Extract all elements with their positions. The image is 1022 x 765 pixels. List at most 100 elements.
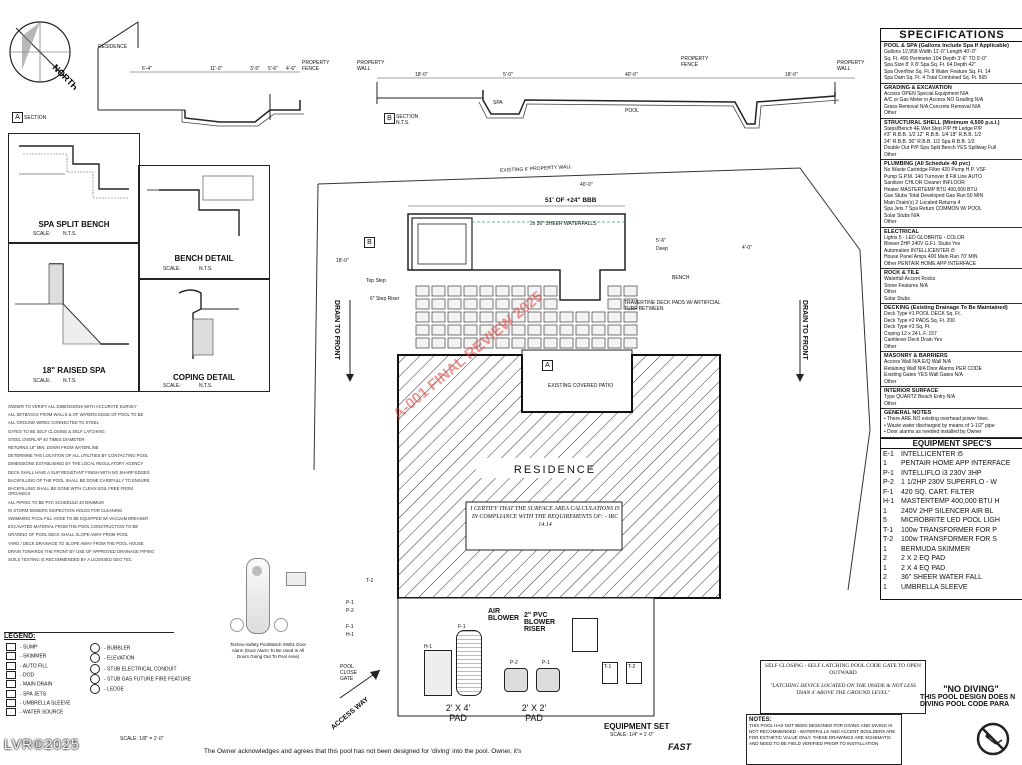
deck-tile [527,285,542,297]
side-t2: T-2 [366,578,374,584]
side-p2: P-2 [346,608,354,614]
eq-pad2: 2' X 2' PAD [521,703,547,723]
detail-raised-spa: 18" RAISED SPA SCALE: N.T.S. [8,243,140,392]
legend-symbol-icon [6,708,16,717]
equipment-code: P-2 [883,479,894,486]
spec-row: #3" R.B.B. 1/2 12" R.B.B. 1/4 18" R.B.B.… [884,132,982,138]
deck-tile [431,285,446,297]
equipment-desc: INTELLIFLO i3 230V 3HP [901,469,982,477]
spec-row: Lights 5 - LED GLOBRITE - COLOR [884,234,965,241]
spec-row: Type QUARTZ Beach Entry N/A [884,394,956,400]
dim-b-1: 18'-0" [415,72,428,78]
spec-row: Heater MASTERTEMP BTU 400,000 BTU [884,186,978,193]
equipment-code: 1 [883,545,887,553]
deck-tile [511,311,526,323]
deck-tile [431,298,446,310]
spec-section-head: DECKING (Existing Drainage To Be Maintai… [884,305,1008,311]
deck-tile [559,324,574,336]
dim-a-4: 5'-6" [268,66,278,72]
legend: LEGEND: - SUMP- SKIMMER- AUTO FILL- DOD-… [4,632,191,735]
spa-split-bench-scale: SCALE: [33,231,51,237]
section-b-nts: N.T.S. [396,120,410,126]
legend-symbol-icon [6,652,16,661]
spec-section-head: MASONRY & BARRIERS [884,353,948,359]
plan-step-riser: 6" Step Riser [370,296,400,302]
spec-row: Access OPEN Special Equipment N/A [884,90,969,97]
no-diving-line1: THIS POOL DESIGN DOES N [920,694,1016,701]
section-a-title: SECTION [24,115,47,121]
eq-automation-e1 [572,618,598,652]
spec-row: Pump G.P.M. 140 Turnover 8 Fill Line AUT… [884,173,982,180]
plan-covered-patio: EXISTING COVERED PATIO [548,383,614,389]
spec-row: Solar Stubs N/A [884,212,920,219]
spec-section-head: POOL & SPA (Gallons Include Spa If Appli… [884,43,1009,49]
section-b-title: SECTION [396,114,419,120]
deck-tile [415,324,430,336]
plan-dim-right: 4'-0" [742,245,752,251]
equipment-desc: 36" SHEER WATER FALL [901,574,983,581]
self-closing-line2: "LATCHING DEVICE LOCATED ON THE INSIDE &… [770,683,916,696]
plan-a-marker: A [542,360,553,371]
pool-gate-label: POOL CLOSE GATE [340,664,357,682]
bench-detail-title: BENCH DETAIL [174,254,234,263]
deck-tile [511,285,526,297]
plan-bbq-label: 51' OF +24" BBB [545,197,597,204]
equipment-desc: 240V 2HP SILENCER AIR BL [901,507,994,515]
deck-tile [543,285,558,297]
plan-deck-pads: TRAVERTINE DECK PADS W/ ARTIFICIAL TURF … [624,300,721,312]
deck-tile [431,324,446,336]
eq-transformer-t2 [626,662,642,684]
equipment-code: 1 [883,564,887,572]
spec-row: • Waste water discharged by means of 1-1… [884,422,995,429]
dim-a-5: 4'-6" [286,66,296,72]
spec-row: Existing Gates YES Wall Gates N/A [884,372,963,378]
section-b-spa: SPA [493,100,503,106]
deck-tile [479,298,494,310]
equipment-code: 1 [883,460,887,467]
plan-deep: Deep [656,246,668,252]
legend-title: LEGEND: [4,633,36,640]
deck-tile [559,311,574,323]
eq-f1-label: F-1 [458,624,466,630]
legend-item-label: - BUBBLER [104,645,131,652]
site-plan [313,167,871,717]
equipment-desc: INTELLICENTER i5 [901,450,963,458]
section-a-residence: RESIDENCE [98,44,128,50]
legend-symbol-icon [6,643,16,651]
legend-symbol-icon [90,684,100,695]
plan-dim-left: 18'-0" [336,258,349,264]
legend-item-label: - STUB ELECTRICAL CONDUIT [104,665,177,672]
legend-symbol-icon [6,680,16,689]
eq-pump-p1 [536,668,560,692]
eq-t2-label: T-2 [628,664,636,670]
deck-tile [479,285,494,297]
eq-set-scale: SCALE: 1/4" = 1'-0" [610,732,654,738]
deck-tile [607,337,622,349]
certify-note: I CERTIFY THAT THE SURFACE AREA CALCULAT… [470,506,620,528]
spec-row: Grass Removal N/A Concrete Removal N/A [884,103,981,110]
spec-section-head: GRADING & EXCAVATION [884,84,952,91]
section-a-property-fence: PROPERTY FENCE [302,60,330,72]
equipment-desc: MASTERTEMP 400,000 BTU H [901,498,1000,505]
legend-item-label: - UMBRELLA SLEEVE [20,700,71,707]
legend-right-col: - BUBBLER- ELEVATION- STUB ELECTRICAL CO… [90,643,191,695]
spec-row: Other PENTAIR HOME APP INTERFACE [884,260,977,267]
spec-section-decking: DECKING (Existing Drainage To Be Maintai… [881,304,1022,352]
spec-row: Sanitizer CHLOR Cleaner INFLOOR [884,180,965,186]
eq-pump-p2 [504,668,528,692]
spec-row: • There ARE NO existing overhead power l… [884,416,990,422]
legend-item-label: - MAIN DRAIN [20,681,53,688]
spec-row: Other [884,343,897,350]
deck-tile [607,285,622,297]
spec-section-plumbing: PLUMBING (All Schedule 40 pvc)No Waste C… [881,160,1022,228]
deck-tile [559,337,574,349]
deck-tile [591,311,606,323]
general-note: SWIMMING POOL FILL HOSE TO BE EQUIPPED W… [8,516,149,522]
spec-row: Gallons 12,958 Width 11'-0" Length 40'-0… [884,49,977,55]
deck-tile [511,298,526,310]
no-diving-block: "NO DIVING" THIS POOL DESIGN DOES N DIVI… [920,684,1022,759]
